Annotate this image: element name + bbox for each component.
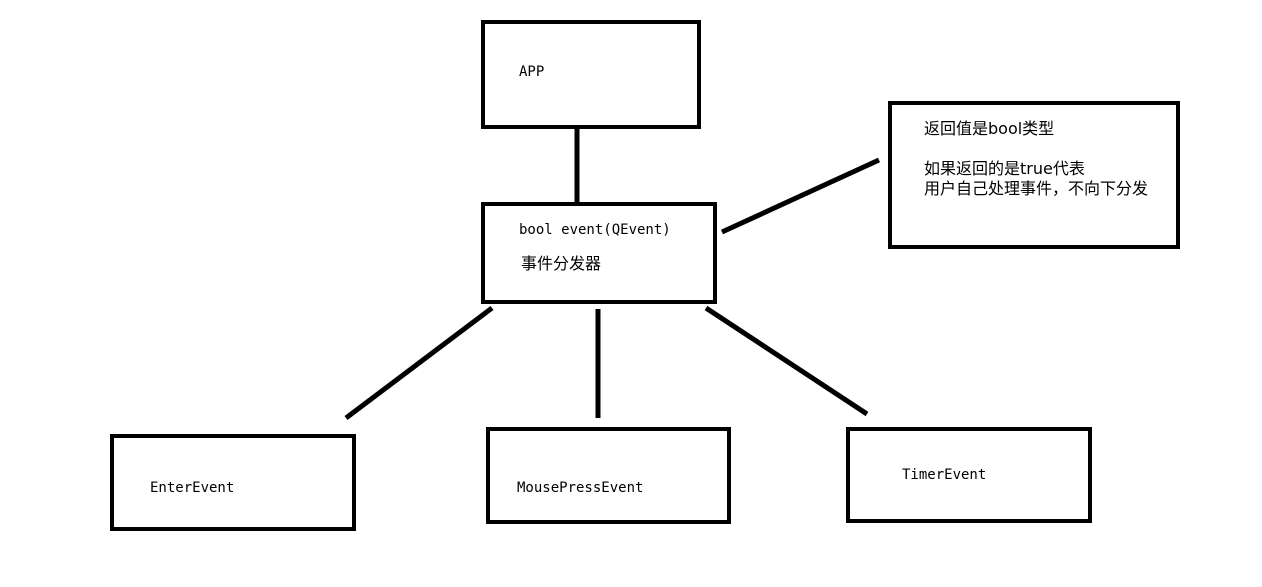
mouse-press-event-node: MousePressEvent (486, 427, 731, 524)
event-dispatcher-caption: 事件分发器 (521, 254, 602, 273)
note-line-user-handles: 用户自己处理事件，不向下分发 (924, 179, 1149, 198)
connector-dispatcher-to-enter-event (344, 306, 494, 420)
return-value-note: 返回值是bool类型 如果返回的是true代表 用户自己处理事件，不向下分发 (888, 101, 1180, 249)
connector-dispatcher-to-note (720, 157, 881, 235)
app-node: APP (481, 20, 701, 129)
note-line-true-meaning: 如果返回的是true代表 (924, 159, 1085, 178)
enter-event-label: EnterEvent (150, 480, 235, 496)
event-dispatcher-signature: bool event(QEvent) (519, 222, 671, 238)
note-line-return-type: 返回值是bool类型 (924, 119, 1055, 138)
app-node-label: APP (519, 64, 545, 80)
timer-event-node: TimerEvent (846, 427, 1092, 523)
mouse-press-event-label: MousePressEvent (517, 480, 644, 496)
enter-event-node: EnterEvent (110, 434, 356, 531)
connector-dispatcher-to-timer-event (704, 305, 869, 417)
timer-event-label: TimerEvent (902, 467, 987, 483)
event-dispatcher-node: bool event(QEvent) 事件分发器 (481, 202, 717, 304)
